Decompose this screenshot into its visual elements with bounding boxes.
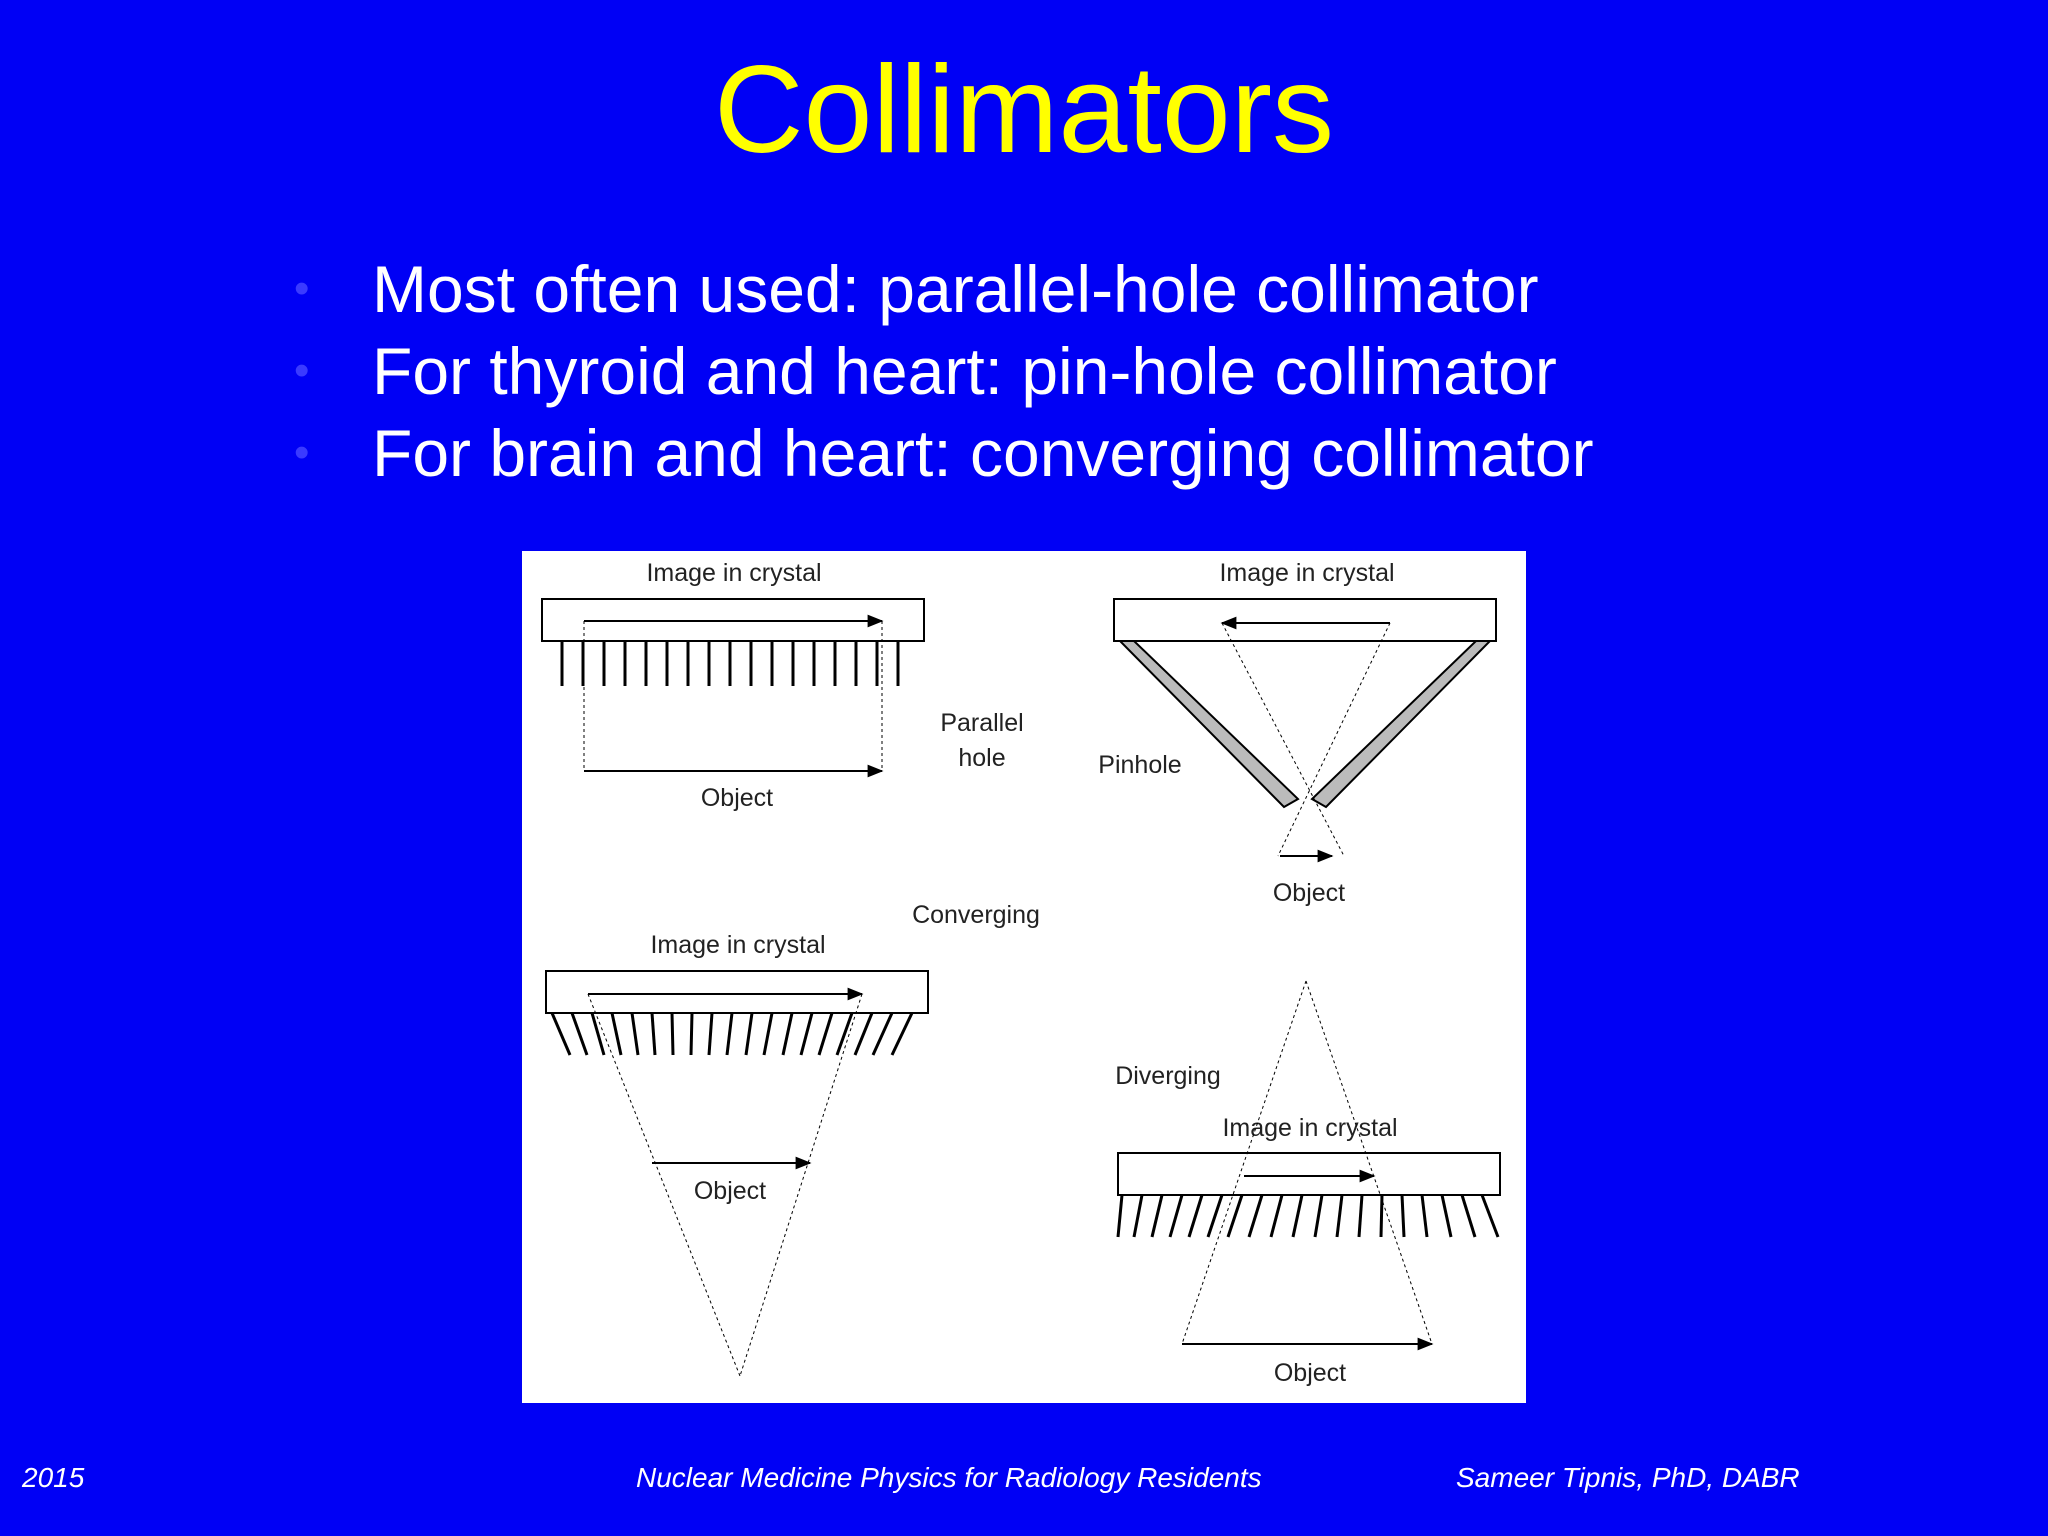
- diverging-crystal-label: Image in crystal: [1222, 1114, 1397, 1142]
- bullet-text: Most often used: parallel-hole collimato…: [372, 252, 1539, 326]
- diverging-panel: Diverging Image in crystal: [1115, 980, 1501, 1387]
- bullet-text: For brain and heart: converging collimat…: [372, 416, 1594, 490]
- slide-title: Collimators: [713, 41, 1335, 179]
- parallel-hole-panel: Image in crystal: [541, 559, 1024, 812]
- footer-author: Sameer Tipnis, PhD, DABR: [1456, 1462, 1800, 1493]
- diverging-crystal: [1117, 1152, 1501, 1196]
- pinhole-crystal-label: Image in crystal: [1219, 559, 1394, 587]
- bullet-text: For thyroid and heart: pin-hole collimat…: [372, 334, 1557, 408]
- parallel-hole-label-line1: Parallel: [940, 709, 1023, 737]
- converging-object-label: Object: [694, 1177, 766, 1205]
- bullet-item: • Most often used: parallel-hole collima…: [290, 248, 1594, 330]
- bullet-item: • For thyroid and heart: pin-hole collim…: [290, 330, 1594, 412]
- converging-septa: [550, 1012, 914, 1056]
- converging-panel: Converging Image in crystal: [545, 901, 1040, 1377]
- collimator-diagram-svg: Image in crystal: [541, 559, 1501, 1387]
- bullet-list: • Most often used: parallel-hole collima…: [290, 248, 1594, 494]
- bullet-item: • For brain and heart: converging collim…: [290, 412, 1594, 494]
- converging-label: Converging: [912, 901, 1040, 929]
- bullet-dot-icon: •: [294, 346, 310, 395]
- parallel-hole-label-line2: hole: [958, 744, 1005, 772]
- pinhole-panel: Image in crystal Object Pinhole: [1098, 559, 1497, 907]
- diverging-object-label: Object: [1274, 1359, 1346, 1387]
- pinhole-object-label: Object: [1273, 879, 1345, 907]
- diverging-label: Diverging: [1115, 1062, 1221, 1090]
- converging-crystal: [545, 970, 929, 1014]
- parallel-object-label: Object: [701, 784, 773, 812]
- converging-crystal-label: Image in crystal: [650, 931, 825, 959]
- footer-year: 2015: [22, 1462, 85, 1493]
- pinhole-left-wall: [1117, 640, 1300, 809]
- pinhole-crystal: [1113, 598, 1497, 642]
- footer-course: Nuclear Medicine Physics for Radiology R…: [636, 1462, 1262, 1493]
- pinhole-right-wall: [1310, 640, 1493, 809]
- pinhole-label: Pinhole: [1098, 751, 1181, 779]
- bullet-dot-icon: •: [294, 428, 310, 477]
- parallel-crystal-label: Image in crystal: [646, 559, 821, 587]
- bullet-dot-icon: •: [294, 264, 310, 313]
- parallel-crystal: [541, 598, 925, 642]
- parallel-septa: [560, 641, 900, 686]
- diverging-septa: [1116, 1194, 1500, 1238]
- collimator-diagram: Image in crystal: [522, 551, 1526, 1403]
